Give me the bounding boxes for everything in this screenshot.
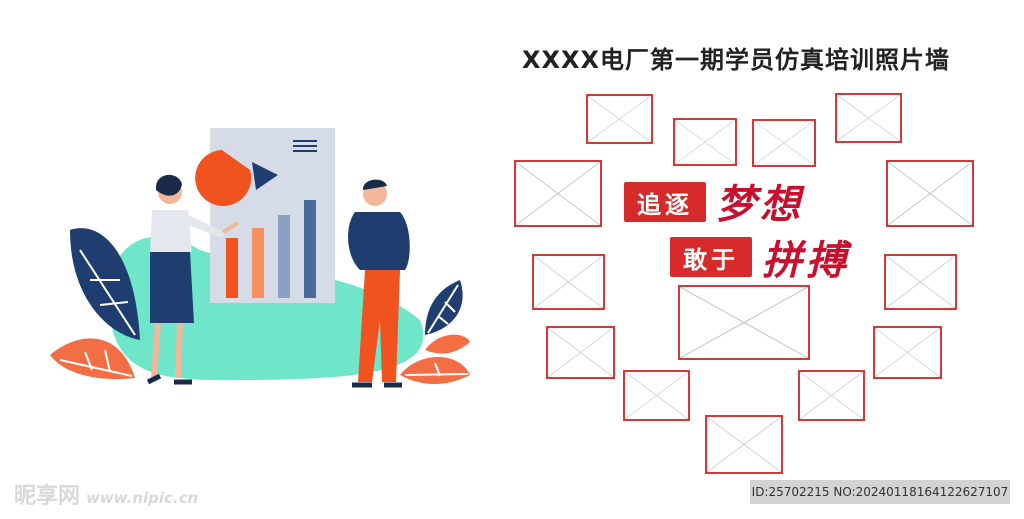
photo-frame[interactable] (673, 118, 737, 166)
photo-frame[interactable] (514, 160, 602, 227)
watermark-id-bar: ID:25702215 NO:20240118164122627107 (750, 480, 1010, 504)
photo-frame[interactable] (623, 370, 690, 421)
photo-frame[interactable] (884, 254, 957, 310)
presentation-illustration (50, 128, 470, 388)
slogan-script-1: 梦想 (716, 181, 804, 228)
photo-frame[interactable] (705, 415, 783, 474)
slogan-box-1: 追逐 (624, 182, 706, 222)
page-title: XXXX电厂第一期学员仿真培训照片墙 (522, 46, 951, 74)
watermark-brand-text: 昵享网 (14, 484, 81, 509)
photo-frame[interactable] (752, 119, 816, 167)
photo-frame[interactable] (835, 93, 902, 143)
photo-frame[interactable] (886, 160, 974, 227)
slogan-box-2: 敢于 (670, 237, 752, 277)
watermark-url: www.nipic.cn (86, 489, 199, 507)
photo-frame[interactable] (798, 370, 865, 421)
slogan-script-2: 拼搏 (762, 237, 850, 284)
photo-frame[interactable] (873, 326, 942, 379)
photo-frame[interactable] (532, 254, 605, 310)
watermark-brand: 昵享网 www.nipic.cn (14, 478, 198, 510)
photo-frame[interactable] (546, 326, 615, 379)
photo-frame-center[interactable] (678, 285, 810, 360)
photo-frame[interactable] (586, 94, 653, 144)
